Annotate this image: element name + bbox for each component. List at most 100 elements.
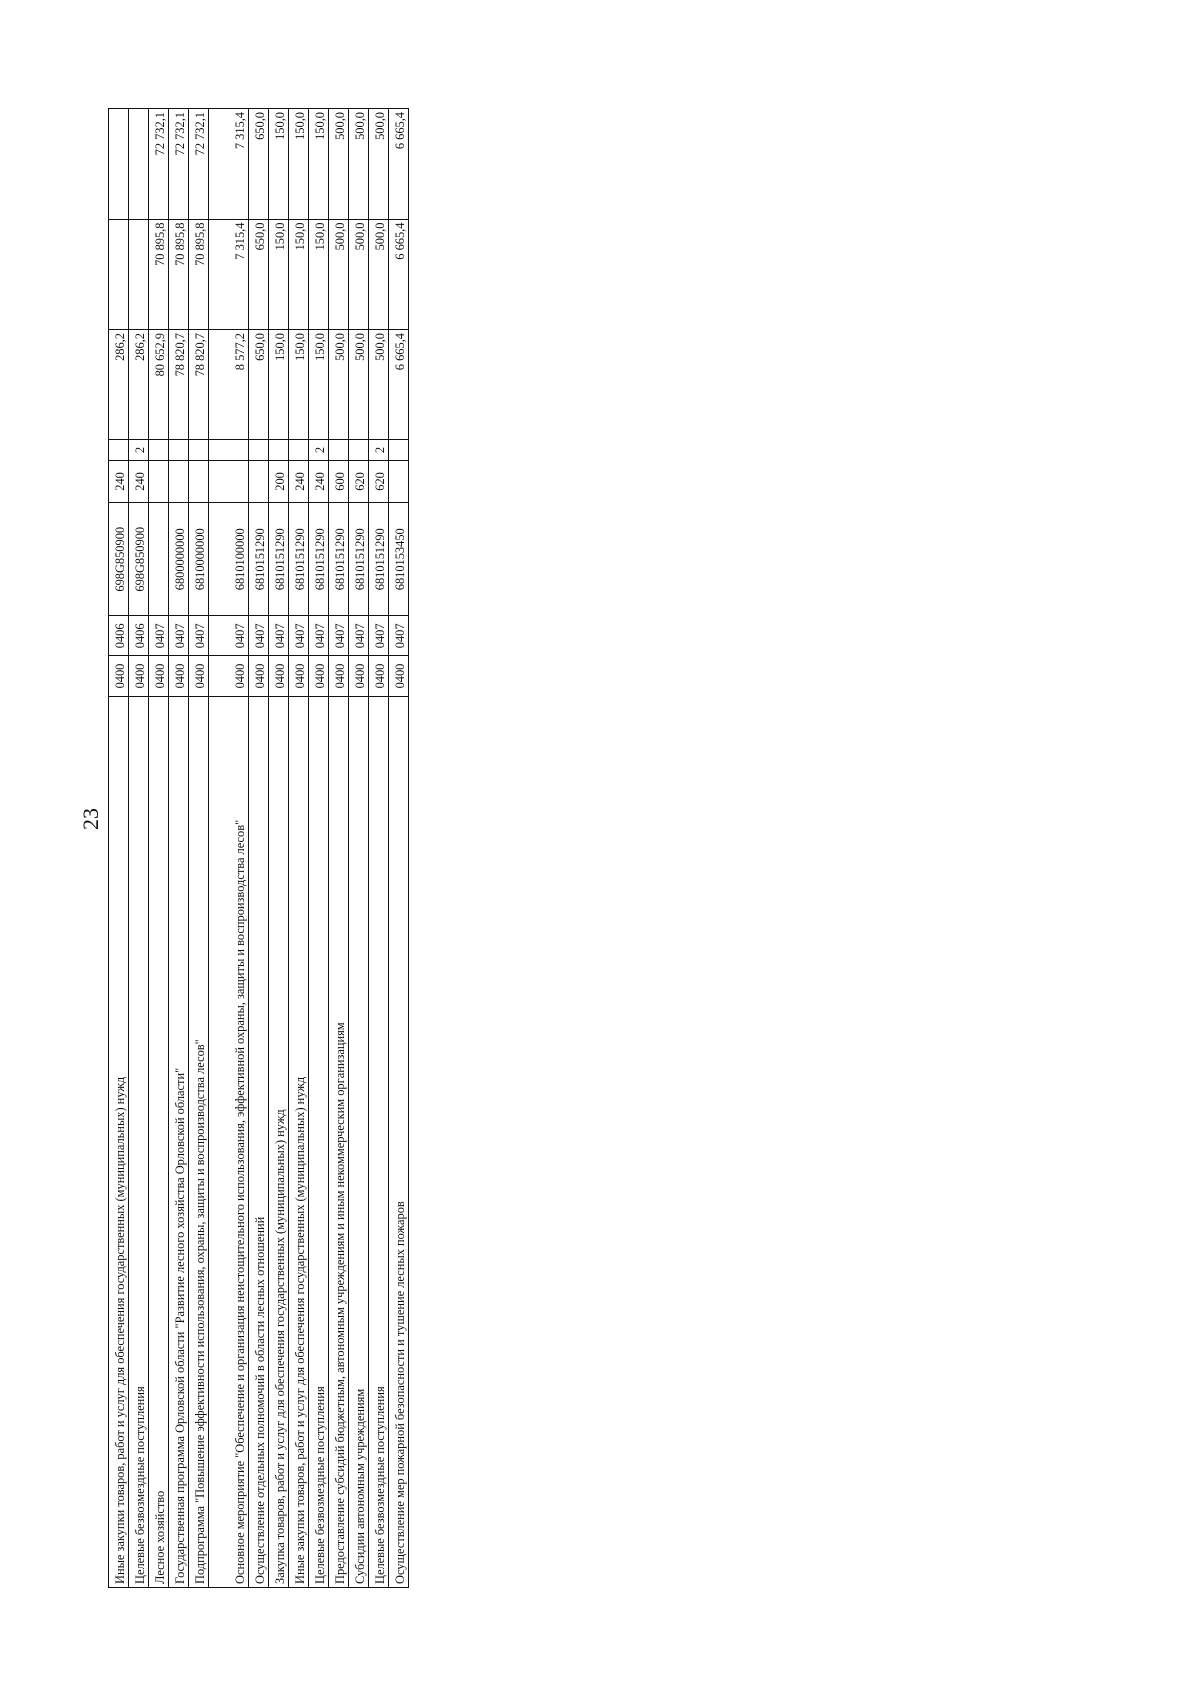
expense-type-code [148, 460, 169, 503]
amount-year-3 [108, 108, 129, 220]
funding-source-code [388, 440, 409, 461]
amount-year-1: 78 820,7 [168, 329, 189, 440]
table-row: Подпрограмма "Повышение эффективности ис… [188, 108, 209, 1588]
amount-year-1: 500,0 [328, 329, 349, 440]
target-article-code: 6800000000 [168, 502, 189, 616]
item-name: Подпрограмма "Повышение эффективности ис… [188, 696, 209, 1588]
amount-year-2 [128, 219, 149, 330]
expense-type-code: 620 [348, 460, 369, 503]
subsection-code: 0407 [328, 615, 349, 656]
item-name: Целевые безвозмездные поступления [368, 696, 389, 1588]
section-code: 0400 [208, 655, 249, 697]
amount-year-2: 500,0 [368, 219, 389, 330]
subsection-code: 0407 [168, 615, 189, 656]
section-code: 0400 [188, 655, 209, 697]
target-article-code: 6810151290 [288, 502, 309, 616]
amount-year-2: 500,0 [348, 219, 369, 330]
section-code: 0400 [268, 655, 289, 697]
subsection-code: 0407 [288, 615, 309, 656]
funding-source-code [108, 440, 129, 461]
section-code: 0400 [368, 655, 389, 697]
funding-source-code: 2 [308, 440, 329, 461]
funding-source-code [288, 440, 309, 461]
amount-year-3 [128, 108, 149, 220]
item-name: Осуществление отдельных полномочий в обл… [248, 696, 269, 1588]
amount-year-2: 150,0 [268, 219, 289, 330]
section-code: 0400 [248, 655, 269, 697]
subsection-code: 0407 [208, 615, 249, 656]
amount-year-2: 70 895,8 [148, 219, 169, 330]
section-code: 0400 [288, 655, 309, 697]
amount-year-1: 8 577,2 [208, 329, 249, 440]
funding-source-code [348, 440, 369, 461]
expense-type-code [248, 460, 269, 503]
item-name: Целевые безвозмездные поступления [308, 696, 329, 1588]
amount-year-2: 650,0 [248, 219, 269, 330]
amount-year-2: 70 895,8 [168, 219, 189, 330]
amount-year-1: 6 665,4 [388, 329, 409, 440]
subsection-code: 0407 [268, 615, 289, 656]
expense-type-code [208, 460, 249, 503]
amount-year-3: 72 732,1 [188, 108, 209, 220]
item-name: Закупка товаров, работ и услуг для обесп… [268, 696, 289, 1588]
funding-source-code: 2 [368, 440, 389, 461]
amount-year-3: 72 732,1 [168, 108, 189, 220]
amount-year-2: 6 665,4 [388, 219, 409, 330]
item-name: Целевые безвозмездные поступления [128, 696, 149, 1588]
target-article-code: 698G850900 [108, 502, 129, 616]
expense-type-code: 200 [268, 460, 289, 503]
amount-year-1: 286,2 [128, 329, 149, 440]
amount-year-2: 150,0 [288, 219, 309, 330]
subsection-code: 0407 [388, 615, 409, 656]
rotated-page-content: Иные закупки товаров, работ и услуг для … [108, 108, 1158, 1588]
target-article-code: 6810100000 [208, 502, 249, 616]
subsection-code: 0406 [128, 615, 149, 656]
target-article-code [148, 502, 169, 616]
amount-year-3: 72 732,1 [148, 108, 169, 220]
table-row: Государственная программа Орловской обла… [168, 108, 189, 1588]
amount-year-1: 80 652,9 [148, 329, 169, 440]
expense-type-code [388, 460, 409, 503]
table-row: Основное мероприятие "Обеспечение и орга… [208, 108, 249, 1588]
amount-year-1: 78 820,7 [188, 329, 209, 440]
target-article-code: 6810151290 [248, 502, 269, 616]
subsection-code: 0407 [368, 615, 389, 656]
target-article-code: 698G850900 [128, 502, 149, 616]
amount-year-1: 150,0 [268, 329, 289, 440]
funding-source-code: 2 [128, 440, 149, 461]
section-code: 0400 [308, 655, 329, 697]
subsection-code: 0407 [348, 615, 369, 656]
amount-year-3: 500,0 [328, 108, 349, 220]
target-article-code: 6810000000 [188, 502, 209, 616]
table-row: Осуществление мер пожарной безопасности … [388, 108, 409, 1588]
funding-source-code [148, 440, 169, 461]
section-code: 0400 [108, 655, 129, 697]
page-number: 23 [78, 808, 103, 830]
expense-type-code: 240 [308, 460, 329, 503]
amount-year-1: 650,0 [248, 329, 269, 440]
subsection-code: 0407 [148, 615, 169, 656]
table-row: Закупка товаров, работ и услуг для обесп… [268, 108, 289, 1588]
item-name: Государственная программа Орловской обла… [168, 696, 189, 1588]
expense-type-code [168, 460, 189, 503]
expense-type-code [188, 460, 209, 503]
amount-year-1: 150,0 [308, 329, 329, 440]
subsection-code: 0407 [248, 615, 269, 656]
budget-table: Иные закупки товаров, работ и услуг для … [108, 108, 409, 1588]
amount-year-2 [108, 219, 129, 330]
item-name: Лесное хозяйство [148, 696, 169, 1588]
item-name: Субсидии автономным учреждениям [348, 696, 369, 1588]
subsection-code: 0406 [108, 615, 129, 656]
table-row: Осуществление отдельных полномочий в обл… [248, 108, 269, 1588]
amount-year-1: 286,2 [108, 329, 129, 440]
funding-source-code [268, 440, 289, 461]
target-article-code: 6810153450 [388, 502, 409, 616]
section-code: 0400 [128, 655, 149, 697]
target-article-code: 6810151290 [348, 502, 369, 616]
expense-type-code: 240 [288, 460, 309, 503]
amount-year-3: 7 315,4 [208, 108, 249, 220]
